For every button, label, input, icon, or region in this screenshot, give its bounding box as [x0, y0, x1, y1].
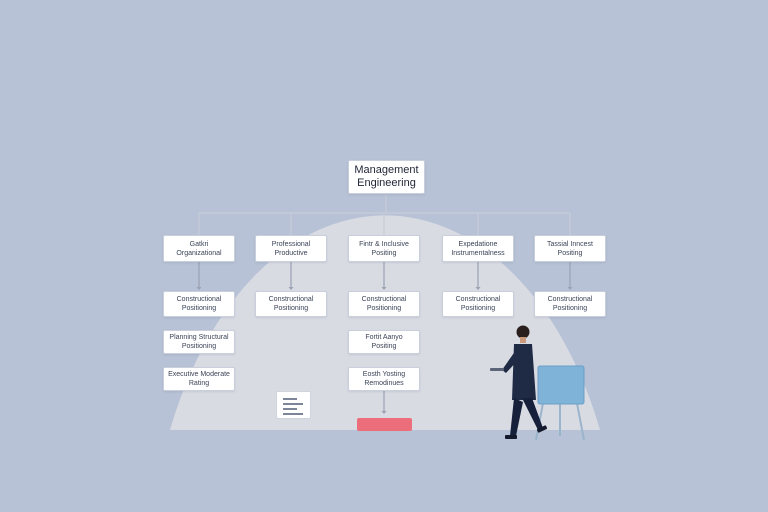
node-col5-2-line-2: Positioning	[552, 305, 588, 312]
node-col1-1[interactable]: Gatkri Organizational	[163, 235, 235, 262]
node-col3-2-line-2: Positioning	[366, 305, 402, 312]
node-col5-1[interactable]: Tassial Inncest Positing	[534, 235, 606, 262]
node-col5-1-line-1: Tassial Inncest	[547, 240, 593, 248]
node-col1-3-line-1: Planning Structural	[169, 334, 229, 341]
node-col3-4-line-1: Eosth Yosting	[362, 371, 406, 378]
node-col2-2-line-2: Positioning	[273, 305, 309, 312]
connector-lines	[196, 194, 573, 414]
node-col1-1-line-1: Gatkri	[189, 240, 209, 248]
arrow-head-bottom	[381, 411, 387, 414]
root-node-line-2: Engineering	[357, 177, 416, 189]
node-col4-1-line-1: Expedatione	[458, 240, 498, 248]
document-icon[interactable]	[276, 391, 311, 419]
arrow-head-4	[475, 287, 481, 290]
node-col3-3[interactable]: Fortit Aanyo Positing	[348, 330, 420, 354]
node-col1-2[interactable]: Constructional Positioning	[163, 291, 235, 317]
dome-shape	[170, 215, 600, 430]
node-col3-2[interactable]: Constructional Positioning	[348, 291, 420, 317]
node-col2-1[interactable]: Professional Productive	[255, 235, 327, 262]
arrow-head-5	[567, 287, 573, 290]
person-figure	[490, 325, 548, 439]
root-node-line-1: Management	[354, 164, 419, 176]
node-col4-2-line-2: Positioning	[460, 305, 496, 312]
node-col5-2[interactable]: Constructional Positioning	[534, 291, 606, 317]
node-col3-1-line-2: Positing	[371, 249, 397, 257]
node-col1-4-line-2: Rating	[188, 380, 210, 387]
arrow-head-1	[196, 287, 202, 290]
document-icon-line	[283, 413, 303, 415]
node-col3-1[interactable]: Fintr & Inclusive Positing	[348, 235, 420, 262]
highlight-bar[interactable]	[357, 418, 412, 431]
node-col1-4[interactable]: Executive Moderate Rating	[163, 367, 235, 391]
document-icon-line	[283, 398, 297, 400]
root-node[interactable]: Management Engineering	[348, 160, 425, 194]
node-col1-3-line-2: Positioning	[181, 343, 217, 350]
node-col4-1[interactable]: Expedatione Instrumentalness	[442, 235, 514, 262]
node-col1-2-line-1: Constructional	[176, 296, 222, 303]
node-col3-1-line-1: Fintr & Inclusive	[359, 240, 409, 248]
node-col4-2-line-1: Constructional	[455, 296, 501, 303]
node-col1-3[interactable]: Planning Structural Positioning	[163, 330, 235, 354]
node-col3-4-line-2: Remodinues	[364, 380, 404, 387]
node-col3-4[interactable]: Eosth Yosting Remodinues	[348, 367, 420, 391]
document-icon-line	[283, 403, 303, 405]
node-col2-1-line-1: Professional	[271, 240, 311, 248]
node-col1-2-line-2: Positioning	[181, 305, 217, 312]
node-col1-4-line-1: Executive Moderate	[168, 371, 230, 378]
node-col3-3-line-1: Fortit Aanyo	[365, 334, 403, 341]
node-col5-1-line-2: Positing	[557, 249, 583, 257]
node-col4-1-line-2: Instrumentalness	[451, 249, 505, 257]
document-icon-line	[283, 408, 297, 410]
node-col4-2[interactable]: Constructional Positioning	[442, 291, 514, 317]
node-col2-2-line-1: Constructional	[268, 296, 314, 303]
easel-board	[535, 365, 585, 441]
person-with-easel	[490, 325, 585, 441]
node-col3-2-line-1: Constructional	[361, 296, 407, 303]
node-col2-2[interactable]: Constructional Positioning	[255, 291, 327, 317]
node-col1-1-line-2: Organizational	[176, 249, 222, 257]
node-col2-1-line-2: Productive	[274, 249, 308, 257]
floor	[0, 430, 768, 512]
arrow-head-2	[288, 287, 294, 290]
node-col5-2-line-1: Constructional	[547, 296, 593, 303]
node-col3-3-line-2: Positing	[371, 343, 397, 350]
arrow-head-3	[381, 287, 387, 290]
